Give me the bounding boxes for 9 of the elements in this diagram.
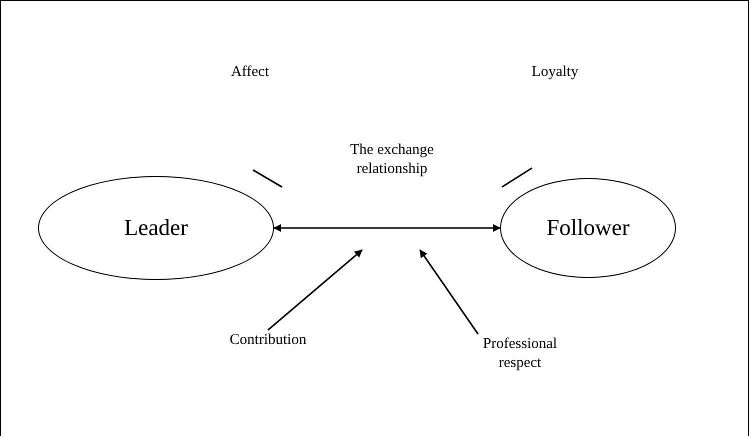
text-label: Loyalty <box>520 63 590 82</box>
node-label: Follower <box>546 215 630 241</box>
node-label: Leader <box>124 215 188 241</box>
text-label: Contribution <box>213 331 323 350</box>
arrow <box>267 249 363 331</box>
arrow <box>273 224 501 232</box>
arrow <box>419 249 479 334</box>
text-label: Professional respect <box>470 335 570 373</box>
text-label: Affect <box>215 63 285 82</box>
